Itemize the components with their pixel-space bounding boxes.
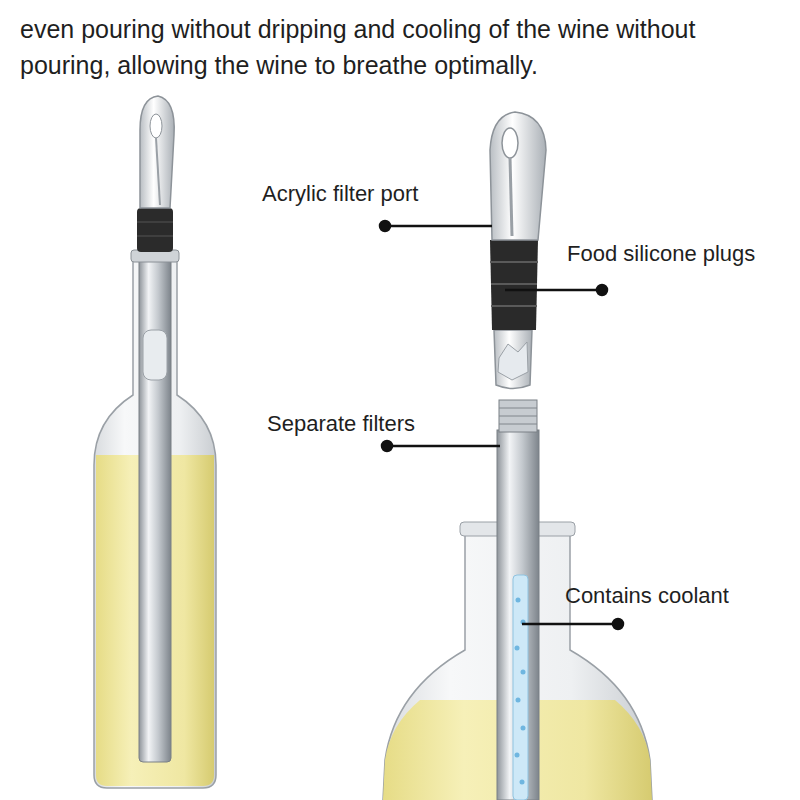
part-label: Separate filters [267,411,415,437]
heading-text: even pouring without dripping and coolin… [20,12,755,83]
part-label: Food silicone plugs [567,241,755,267]
part-label: Contains coolant [565,583,729,609]
leader-lines [380,221,623,629]
part-label: Acrylic filter port [262,181,418,207]
right-bottle [383,112,652,800]
left-bottle [94,96,216,788]
